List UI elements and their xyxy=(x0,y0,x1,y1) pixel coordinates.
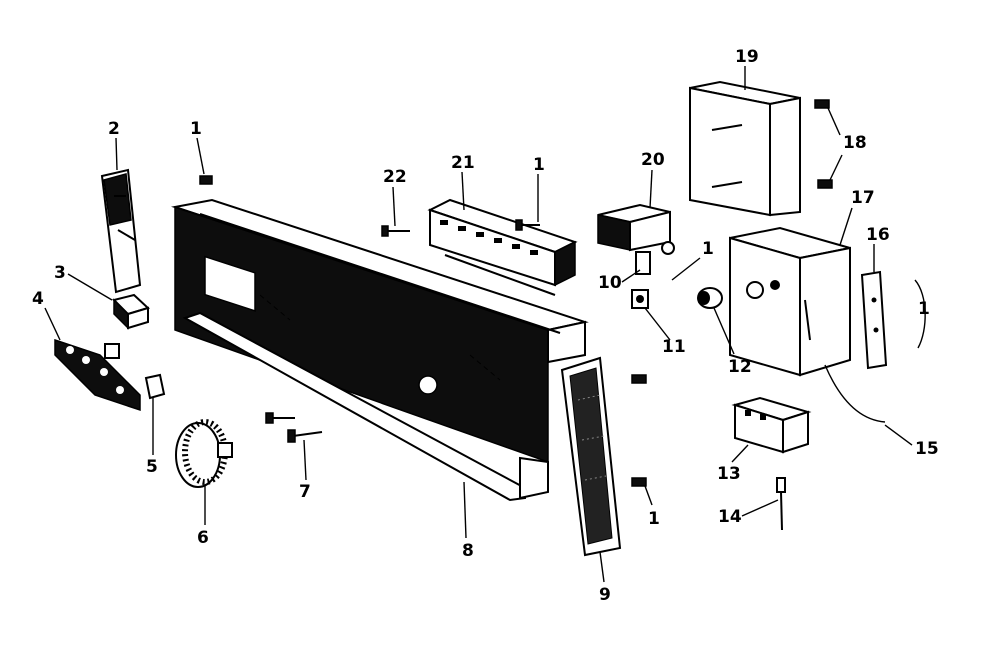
callout-20: 20 xyxy=(641,150,665,170)
callout-14: 14 xyxy=(718,507,742,527)
control-panel-part-8 xyxy=(171,198,589,502)
callout-5: 5 xyxy=(146,457,158,477)
callout-11: 11 xyxy=(662,337,686,357)
callout-12: 12 xyxy=(728,357,752,377)
module-box-part-17 xyxy=(729,226,886,423)
switch-assembly-part-20 xyxy=(597,203,675,255)
callout-22: 22 xyxy=(383,167,407,187)
callout-1-right: 1 xyxy=(918,299,930,319)
callouts: 1 2 3 4 5 6 7 8 9 1 10 11 12 13 14 15 16 xyxy=(32,47,939,605)
grille-part-9 xyxy=(560,356,622,557)
cover-part-19 xyxy=(689,80,801,217)
bracket-part-2 xyxy=(100,168,142,294)
clip-part-11 xyxy=(631,289,649,309)
callout-1-clip: 1 xyxy=(702,239,714,259)
callout-1-grille: 1 xyxy=(648,509,660,529)
knob-part-6 xyxy=(175,419,233,488)
plate-part-16 xyxy=(860,270,888,370)
callout-13: 13 xyxy=(717,464,741,484)
callout-1-mid: 1 xyxy=(533,155,545,175)
switch-part-3 xyxy=(112,293,150,330)
screws-part-7 xyxy=(265,412,323,443)
callout-15: 15 xyxy=(915,439,939,459)
terminal-block-part-13 xyxy=(731,396,812,454)
callout-3: 3 xyxy=(54,263,66,283)
callout-1-top: 1 xyxy=(190,119,202,139)
screws-part-22 xyxy=(199,175,647,487)
callout-17: 17 xyxy=(851,188,875,208)
callout-4: 4 xyxy=(32,289,44,309)
callout-10: 10 xyxy=(598,273,622,293)
callout-16: 16 xyxy=(866,225,890,245)
clip-part-10 xyxy=(635,251,651,275)
callout-8: 8 xyxy=(462,541,474,561)
clip-part-5 xyxy=(144,373,166,400)
bracket-part-21 xyxy=(427,198,578,296)
button-strip-part-4 xyxy=(54,338,141,412)
callout-18: 18 xyxy=(843,133,867,153)
callout-7: 7 xyxy=(299,482,311,502)
screws-part-18 xyxy=(814,99,833,189)
callout-2: 2 xyxy=(108,119,120,139)
callout-19: 19 xyxy=(735,47,759,67)
callout-6: 6 xyxy=(197,528,209,548)
callout-21: 21 xyxy=(451,153,475,173)
bushing-part-12 xyxy=(697,287,723,309)
wire-part-14 xyxy=(776,477,786,531)
callout-9: 9 xyxy=(599,585,611,605)
